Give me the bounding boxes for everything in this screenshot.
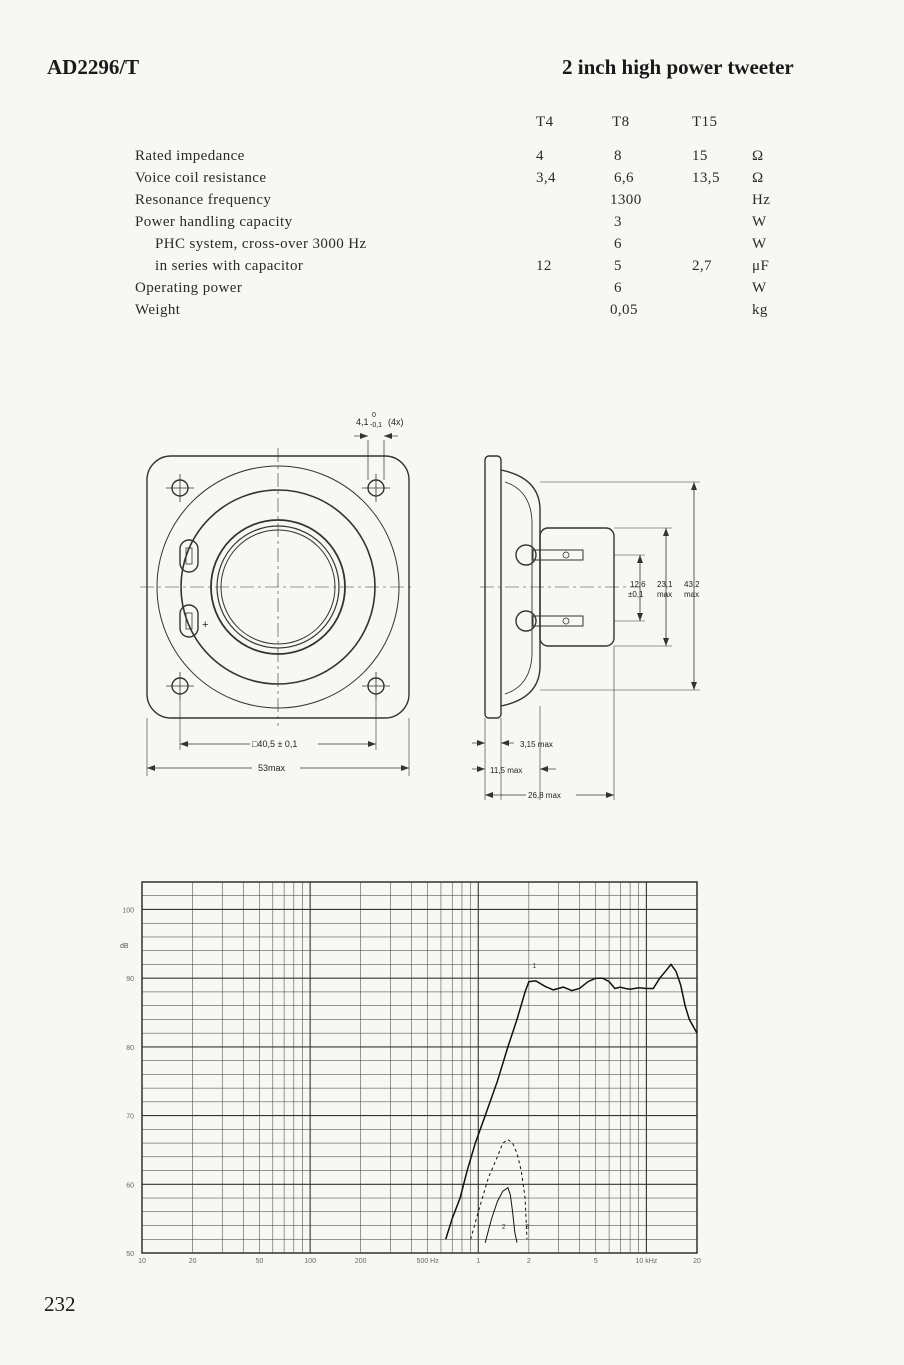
dim-12-6-label: 12,6 bbox=[630, 580, 646, 589]
dim-23-1-label: 23,1 bbox=[657, 580, 673, 589]
dim-11-5-label: 11,5 max bbox=[490, 766, 522, 775]
spec-label: in series with capacitor bbox=[155, 258, 304, 274]
series-label-2: 2 bbox=[502, 1224, 506, 1231]
spec-value-t8: 5 bbox=[614, 258, 622, 274]
model-number: AD2296/T bbox=[47, 55, 140, 79]
spec-label: Power handling capacity bbox=[135, 214, 293, 230]
column-header-t8: T8 bbox=[612, 114, 630, 130]
spec-value-t8: 3 bbox=[614, 214, 622, 230]
chart-y-tick-labels: 50 60 70 80 90 100 bbox=[122, 907, 134, 1258]
y-tick-label: 50 bbox=[126, 1251, 134, 1258]
series-line-1 bbox=[444, 963, 698, 1240]
spec-value-t4: 3,4 bbox=[536, 170, 556, 186]
x-tick-label: 50 bbox=[256, 1258, 264, 1265]
spec-label: Operating power bbox=[135, 280, 243, 296]
hole-count-label: (4x) bbox=[388, 417, 404, 427]
y-tick-label: 90 bbox=[126, 976, 134, 983]
x-tick-label: 500 Hz bbox=[417, 1258, 440, 1265]
spec-unit: W bbox=[752, 214, 767, 230]
series-label-1: 1 bbox=[532, 963, 536, 970]
product-description: 2 inch high power tweeter bbox=[562, 55, 794, 79]
chart-frame bbox=[141, 881, 698, 1254]
x-tick-label: 5 bbox=[594, 1258, 598, 1265]
y-tick-label: 60 bbox=[126, 1182, 134, 1189]
spec-label: Rated impedance bbox=[135, 148, 245, 164]
hole-tol-lower: -0,1 bbox=[370, 422, 382, 429]
spec-unit: μF bbox=[752, 258, 770, 274]
chart-grid bbox=[141, 881, 698, 1254]
spec-value-t8: 6 bbox=[614, 280, 622, 296]
spec-unit: W bbox=[752, 280, 767, 296]
dim-12-6-tol-label: ±0,1 bbox=[628, 590, 644, 599]
spec-value-t8: 1300 bbox=[610, 192, 642, 208]
x-tick-label: 20 bbox=[693, 1258, 701, 1265]
side-magnet bbox=[539, 527, 615, 647]
hole-tol-upper: 0 bbox=[372, 412, 376, 419]
dim-23-1-note: max bbox=[657, 590, 672, 599]
x-tick-label: 200 bbox=[355, 1258, 367, 1265]
x-tick-label: 1 bbox=[476, 1258, 480, 1265]
hole-dim-label: 4,1 bbox=[356, 417, 369, 427]
side-housing bbox=[500, 469, 541, 707]
y-tick-label: 70 bbox=[126, 1114, 134, 1121]
spec-label: Voice coil resistance bbox=[135, 170, 267, 186]
square-dim-label: □40,5 ± 0,1 bbox=[252, 739, 297, 749]
y-tick-label: 80 bbox=[126, 1045, 134, 1052]
spec-value-t4: 12 bbox=[536, 258, 552, 274]
spec-value-t15: 2,7 bbox=[692, 258, 712, 274]
y-axis-label: dB bbox=[120, 943, 129, 950]
spec-value-t15: 13,5 bbox=[692, 170, 720, 186]
spec-label: PHC system, cross-over 3000 Hz bbox=[155, 236, 367, 252]
spec-value-t15: 15 bbox=[692, 148, 708, 164]
dim-43-2-note: max bbox=[684, 590, 699, 599]
series-line-2 bbox=[484, 1186, 518, 1243]
spec-value-t8: 6,6 bbox=[614, 170, 634, 186]
spec-label: Resonance frequency bbox=[135, 192, 272, 208]
mechanical-drawing: 4,1 0 -0,1 (4x) + □40,5 ± 0,1 53max 12,6… bbox=[140, 412, 700, 800]
spec-label: Weight bbox=[135, 302, 181, 318]
spec-unit: Hz bbox=[752, 192, 771, 208]
spec-unit: W bbox=[752, 236, 767, 252]
spec-unit: kg bbox=[752, 302, 768, 318]
dim-3-15-label: 3,15 max bbox=[520, 740, 553, 749]
series-label-3: 3 bbox=[525, 1224, 529, 1231]
x-tick-label: 20 bbox=[189, 1258, 197, 1265]
spec-value-t8: 6 bbox=[614, 236, 622, 252]
chart-x-tick-labels: 10 20 50 100 200 500 Hz 1 2 5 10 kHz 20 bbox=[138, 1258, 701, 1265]
dim-26-8-label: 26,8 max bbox=[528, 791, 561, 800]
width-dim-label: 53max bbox=[258, 763, 286, 773]
x-tick-label: 100 bbox=[304, 1258, 316, 1265]
spec-value-t8: 0,05 bbox=[610, 302, 638, 318]
plus-terminal-label: + bbox=[202, 619, 208, 631]
y-tick-label: 100 bbox=[122, 907, 134, 914]
column-header-t4: T4 bbox=[536, 114, 554, 130]
series-line-3 bbox=[470, 1138, 528, 1240]
x-tick-label: 10 kHz bbox=[635, 1258, 657, 1265]
frequency-response-chart: 50 60 70 80 90 100 10 20 50 100 200 500 Hz 1 2 5 10 kH… bbox=[120, 881, 701, 1265]
chart-series: 1 2 3 bbox=[444, 963, 698, 1243]
spec-value-t8: 8 bbox=[614, 148, 622, 164]
dim-43-2-label: 43,2 bbox=[684, 580, 700, 589]
spec-unit: Ω bbox=[752, 170, 764, 186]
x-tick-label: 10 bbox=[138, 1258, 146, 1265]
spec-unit: Ω bbox=[752, 148, 764, 164]
x-tick-label: 2 bbox=[527, 1258, 531, 1265]
column-header-t15: T15 bbox=[692, 114, 718, 130]
spec-value-t4: 4 bbox=[536, 148, 544, 164]
page-number: 232 bbox=[44, 1292, 76, 1316]
